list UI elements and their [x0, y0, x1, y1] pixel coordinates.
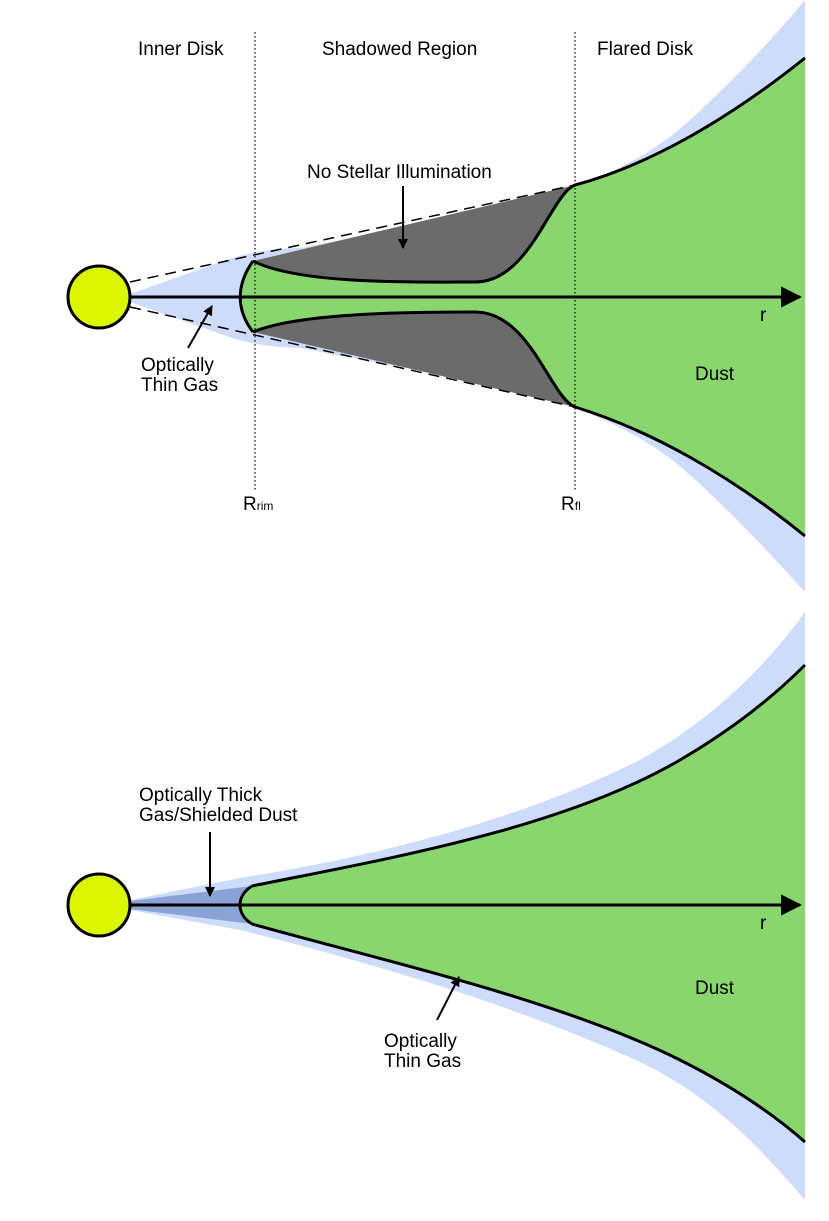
label-bottom-thin-gas-line2: Thin Gas	[384, 1051, 461, 1072]
label-flared-disk: Flared Disk	[597, 39, 694, 60]
label-thick-gas-line1: Optically Thick	[139, 785, 263, 806]
dust-surface-lower-outline	[252, 310, 806, 538]
r-fl-main: R	[561, 494, 575, 515]
label-r-top: r	[760, 305, 767, 326]
label-thick-gas-line2: Gas/Shielded Dust	[139, 805, 298, 826]
label-dust-top: Dust	[695, 364, 735, 385]
thin-gas-annotation-arrow	[187, 305, 213, 349]
dust-surface-upper-outline	[252, 56, 806, 284]
top-panel: Inner Disk Shadowed Region Flared Disk N…	[66, 0, 806, 592]
bottom-dust-lower-outline	[251, 922, 806, 1144]
label-r-bottom: r	[760, 913, 767, 934]
label-inner-disk: Inner Disk	[138, 39, 224, 60]
bottom-dust-upper-outline	[251, 663, 807, 888]
bottom-star	[66, 872, 132, 938]
label-no-stellar-illumination: No Stellar Illumination	[307, 162, 492, 183]
label-thin-gas-line2: Thin Gas	[141, 375, 218, 396]
label-r-rim: Rrim	[243, 494, 273, 515]
shadowed-region-lower	[253, 312, 575, 407]
label-thin-gas-line1: Optically	[141, 355, 214, 376]
top-star	[66, 264, 132, 330]
label-dust-bottom: Dust	[695, 978, 735, 999]
bottom-thin-gas-annotation-arrow	[436, 976, 460, 1021]
label-shadowed-region: Shadowed Region	[322, 39, 477, 60]
shadow-boundary-upper	[129, 184, 576, 283]
label-r-fl: Rfl	[561, 494, 581, 515]
label-bottom-thin-gas-line1: Optically	[384, 1031, 457, 1052]
shadow-boundary-lower	[129, 306, 576, 408]
r-rim-main: R	[243, 494, 257, 515]
r-rim-sub: rim	[257, 499, 274, 513]
shadowed-region-upper	[253, 185, 575, 283]
bottom-panel: Optically Thick Gas/Shielded Dust Optica…	[66, 612, 807, 1200]
r-fl-sub: fl	[575, 499, 581, 513]
